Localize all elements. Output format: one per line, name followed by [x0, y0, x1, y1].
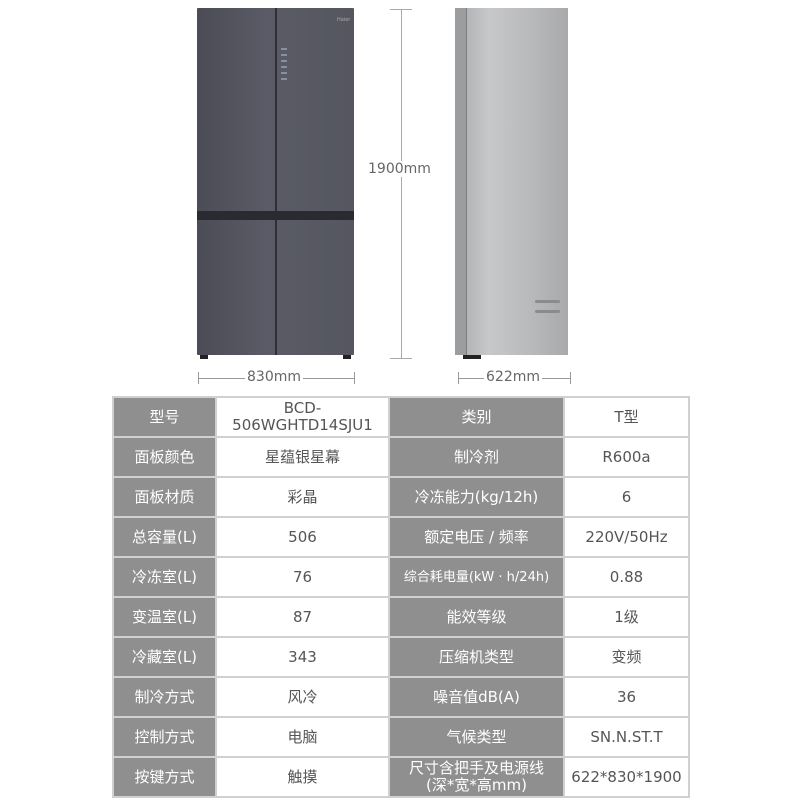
spec-value: 0.88 — [563, 556, 690, 598]
spec-label: 类别 — [388, 396, 565, 438]
spec-value: 506 — [215, 516, 390, 558]
fridge-side-view — [455, 8, 568, 355]
dimension-tick — [354, 372, 355, 384]
spec-label: 综合耗电量(kW · h/24h) — [388, 556, 565, 598]
spec-label: 面板材质 — [112, 476, 217, 518]
spec-value: SN.N.ST.T — [563, 716, 690, 758]
side-door-edge — [455, 8, 467, 355]
spec-value: 彩晶 — [215, 476, 390, 518]
spec-value: 343 — [215, 636, 390, 678]
dimension-tick — [570, 372, 571, 384]
spec-label: 冷藏室(L) — [112, 636, 217, 678]
spec-label: 噪音值dB(A) — [388, 676, 565, 718]
spec-value: 6 — [563, 476, 690, 518]
spec-label: 型号 — [112, 396, 217, 438]
table-row: 按键方式触摸尺寸含把手及电源线 (深*宽*高mm)622*830*1900 — [112, 756, 690, 798]
spec-label: 能效等级 — [388, 596, 565, 638]
dimension-tick — [390, 9, 412, 10]
spec-value: 76 — [215, 556, 390, 598]
spec-value: 星蕴银星幕 — [215, 436, 390, 478]
door-split — [275, 8, 277, 355]
spec-label: 面板颜色 — [112, 436, 217, 478]
spec-label: 额定电压 / 频率 — [388, 516, 565, 558]
spec-label: 制冷剂 — [388, 436, 565, 478]
fridge-foot — [343, 355, 351, 359]
dimension-tick — [458, 372, 459, 384]
vent-icon — [535, 300, 560, 303]
height-label: 1900mm — [366, 161, 433, 177]
table-row: 面板材质彩晶冷冻能力(kg/12h)6 — [112, 476, 690, 518]
spec-value: 220V/50Hz — [563, 516, 690, 558]
fridge-front-view: Haier — [197, 8, 354, 355]
table-row: 制冷方式风冷噪音值dB(A)36 — [112, 676, 690, 718]
control-panel-icon — [281, 48, 287, 82]
spec-label: 冷冻能力(kg/12h) — [388, 476, 565, 518]
spec-label: 按键方式 — [112, 756, 217, 798]
spec-label: 气候类型 — [388, 716, 565, 758]
dimension-tick — [390, 358, 412, 359]
spec-value: 风冷 — [215, 676, 390, 718]
spec-value: 36 — [563, 676, 690, 718]
spec-label: 制冷方式 — [112, 676, 217, 718]
dimension-tick — [198, 372, 199, 384]
spec-value: R600a — [563, 436, 690, 478]
depth-label: 622mm — [484, 369, 542, 385]
spec-value: 622*830*1900 — [563, 756, 690, 798]
spec-value: 电脑 — [215, 716, 390, 758]
middle-band — [197, 211, 354, 220]
spec-value: 变频 — [563, 636, 690, 678]
spec-label: 冷冻室(L) — [112, 556, 217, 598]
fridge-foot — [200, 355, 208, 359]
spec-value: T型 — [563, 396, 690, 438]
spec-label: 总容量(L) — [112, 516, 217, 558]
spec-label: 尺寸含把手及电源线 (深*宽*高mm) — [388, 756, 565, 798]
width-label: 830mm — [245, 369, 303, 385]
spec-value: BCD-506WGHTD14SJU1 — [215, 396, 390, 438]
vent-icon — [535, 310, 560, 313]
brand-logo: Haier — [337, 17, 351, 23]
height-dimension-line — [401, 9, 402, 358]
fridge-foot — [463, 355, 481, 359]
spec-label: 变温室(L) — [112, 596, 217, 638]
spec-label: 压缩机类型 — [388, 636, 565, 678]
spec-value: 1级 — [563, 596, 690, 638]
spec-label: 控制方式 — [112, 716, 217, 758]
spec-value: 触摸 — [215, 756, 390, 798]
spec-value: 87 — [215, 596, 390, 638]
